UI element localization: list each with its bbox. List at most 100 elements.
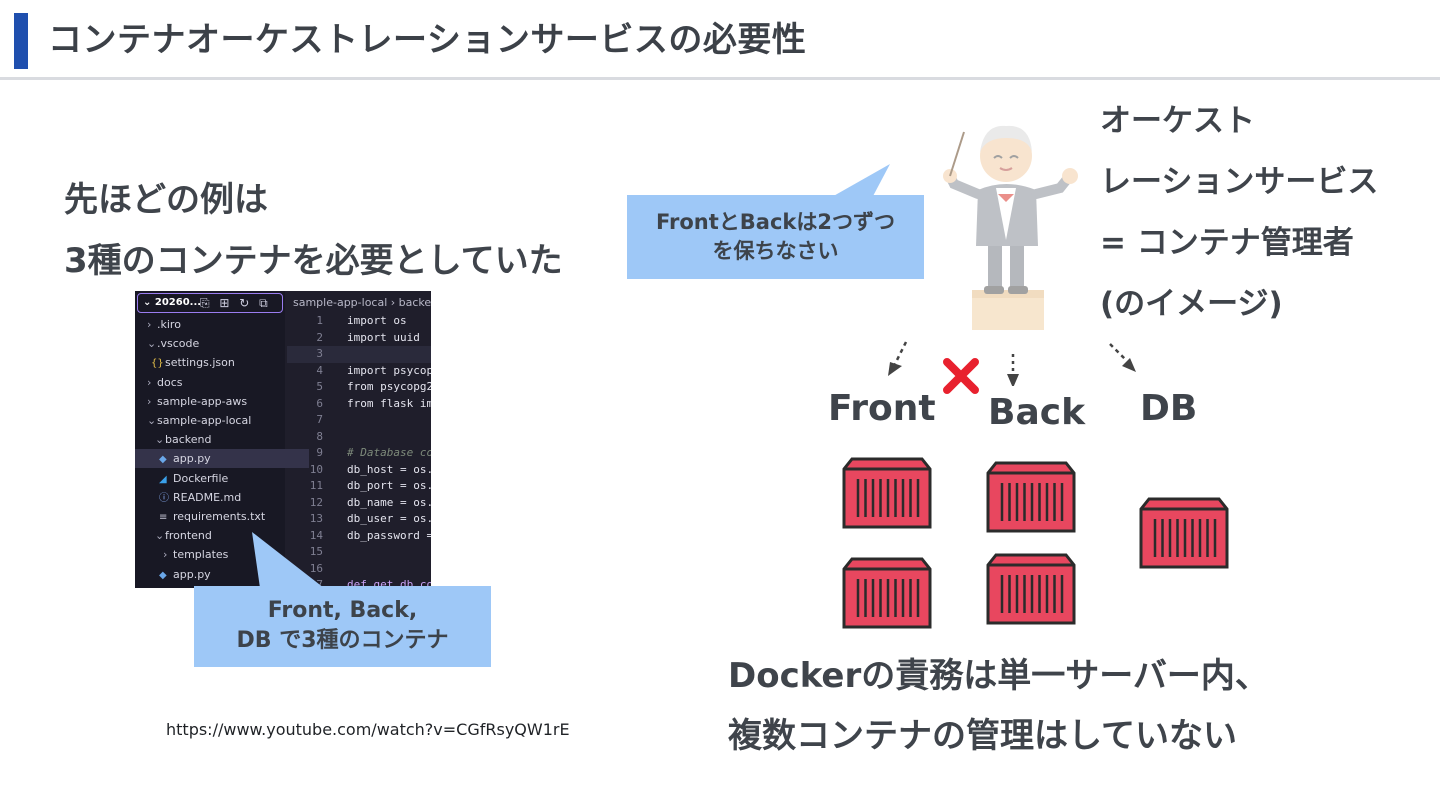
tree-item-label: app.py <box>173 452 211 466</box>
tree-item[interactable]: {}settings.json <box>135 353 301 372</box>
callout-left: Front, Back, DB で3種のコンテナ <box>194 586 491 667</box>
txt-file-icon: ≡ <box>159 512 168 523</box>
code-line: 3 <box>287 346 431 363</box>
code-text: db_password = <box>347 528 431 542</box>
line-number: 2 <box>316 330 323 344</box>
conductor-illustration <box>943 125 1078 330</box>
chevron-down-icon: ⌄ <box>155 433 165 447</box>
info-file-icon: ⓘ <box>159 492 169 504</box>
callout-right-pointer <box>830 164 890 198</box>
line-number: 4 <box>316 363 323 377</box>
arrow-to-back <box>1007 374 1019 386</box>
tree-item-label: backend <box>165 433 212 447</box>
callout-left-line-2: DB で3種のコンテナ <box>236 628 449 653</box>
bottom-line-2: 複数コンテナの管理はしていない <box>728 716 1237 756</box>
line-number: 15 <box>309 545 323 558</box>
callout-left-pointer <box>252 532 324 588</box>
callout-left-line-1: Front, Back, <box>267 598 418 623</box>
tree-item[interactable]: ⌄backend <box>135 430 305 449</box>
line-number: 8 <box>316 429 323 443</box>
orchestration-line-4: (のイメージ) <box>1100 286 1283 322</box>
container-icon <box>1139 497 1229 569</box>
code-text: from flask im <box>347 396 431 410</box>
line-number: 16 <box>309 561 323 575</box>
tree-item-label: Dockerfile <box>173 471 229 485</box>
code-line: 8 <box>287 429 431 446</box>
tree-item[interactable]: ≡ requirements.txt <box>135 507 309 526</box>
explorer-toolbar-icons: ⎘ ⊞ ↻ ⧉ <box>200 296 271 310</box>
code-line: 14 db_password = <box>287 528 431 545</box>
line-number: 10 <box>309 462 323 476</box>
tree-item[interactable]: ◆ app.py <box>135 449 309 469</box>
label-db: DB <box>1140 388 1198 429</box>
code-line: 9# Database co <box>287 445 431 462</box>
tree-item[interactable]: ›sample-app-aws <box>135 392 297 411</box>
label-front: Front <box>828 388 936 429</box>
tree-item[interactable]: ⌄.vscode <box>135 334 297 353</box>
code-line: 6 from flask im <box>287 396 431 413</box>
tree-item-label: docs <box>157 375 183 389</box>
tree-item-label: templates <box>173 548 229 562</box>
tree-item-label: README.md <box>173 490 242 504</box>
container-icon <box>842 457 932 529</box>
chevron-right-icon: › <box>147 375 152 389</box>
code-text: db_user = os. <box>347 512 431 525</box>
arrow-to-front <box>888 362 902 376</box>
title-accent-bar <box>14 13 28 69</box>
explorer-header: ⌄ 20260... ⎘ ⊞ ↻ ⧉ <box>137 293 283 313</box>
container-icon <box>842 557 932 629</box>
tree-item[interactable]: ⌄sample-app-local <box>135 411 297 430</box>
tree-item[interactable]: ⌄frontend <box>135 526 305 545</box>
chevron-right-icon: › <box>147 318 152 331</box>
delegation-arrows <box>888 341 1136 386</box>
tree-item[interactable]: ›templates <box>135 545 313 564</box>
line-number: 3 <box>316 347 323 360</box>
code-text: import psycop <box>347 363 431 377</box>
line-number: 7 <box>316 413 323 426</box>
container-icon <box>986 461 1076 533</box>
callout-right-line-1: FrontとBackは2つずつ <box>656 210 895 234</box>
tree-item-label: frontend <box>165 529 212 543</box>
line-number: 6 <box>316 396 323 410</box>
line-number: 14 <box>309 528 323 542</box>
line-number: 5 <box>316 380 323 393</box>
title-divider <box>0 77 1440 80</box>
orchestration-line-1: オーケスト <box>1100 103 1255 139</box>
code-text: def get_db_co <box>347 578 431 588</box>
py-file-icon: ◆ <box>159 454 167 466</box>
callout-right-line-2: を保ちなさい <box>712 239 839 263</box>
json-file-icon: {} <box>151 358 164 370</box>
tree-item[interactable]: ◆ app.py <box>135 565 309 584</box>
orchestration-line-2: レーションサービス <box>1100 164 1379 200</box>
docker-file-icon: ◢ <box>159 473 167 485</box>
cross-icon <box>943 358 979 394</box>
line-number: 1 <box>316 314 323 327</box>
intro-line-2: 3種のコンテナを必要としていた <box>64 241 563 281</box>
code-text: db_name = os. <box>347 495 431 509</box>
code-line: 16 <box>287 561 431 578</box>
py-file-icon: ◆ <box>159 569 167 581</box>
tree-item-label: .vscode <box>157 337 200 351</box>
tree-item-label: .kiro <box>157 318 181 331</box>
tree-item-label: app.py <box>173 567 211 581</box>
container-icon <box>986 553 1076 625</box>
orchestration-line-3: = コンテナ管理者 <box>1100 225 1354 261</box>
tree-item-label: requirements.txt <box>173 510 266 523</box>
code-line: 15 <box>287 544 431 561</box>
tree-item[interactable]: ◢ Dockerfile <box>135 469 309 488</box>
source-url: https://www.youtube.com/watch?v=CGfRsyQW… <box>166 720 570 739</box>
tree-item[interactable]: ⓘ README.md <box>135 488 309 507</box>
line-number: 9 <box>316 446 323 459</box>
editor-screenshot: ⌄ 20260... ⎘ ⊞ ↻ ⧉ ›.kiro⌄.vscode{}setti… <box>135 291 431 588</box>
page-title: コンテナオーケストレーションサービスの必要性 <box>48 20 807 60</box>
chevron-down-icon: ⌄ <box>147 414 157 427</box>
code-text: db_port = os. <box>347 479 431 492</box>
tree-item[interactable]: › docs <box>135 373 297 392</box>
tree-item[interactable]: › .kiro <box>135 315 297 334</box>
